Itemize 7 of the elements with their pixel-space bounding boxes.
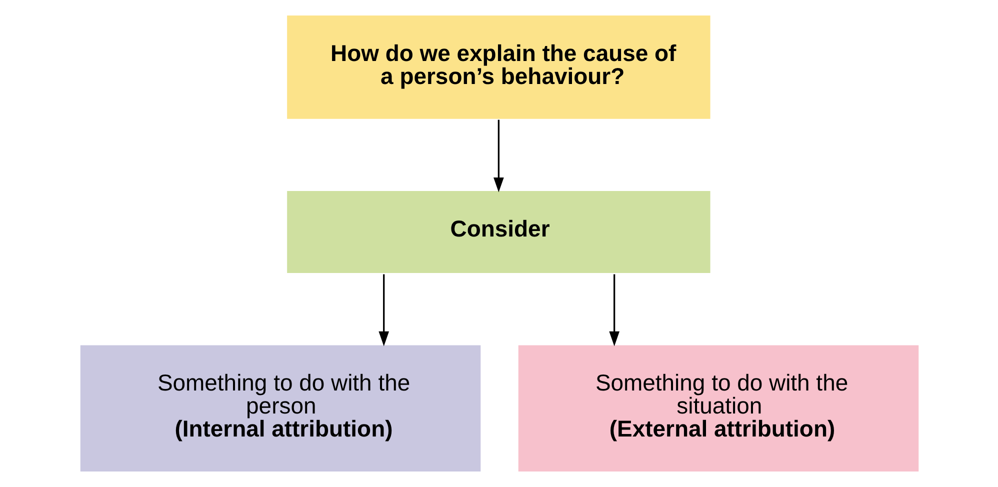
node-box: Something to do with the person (Internal attribution) (78, 344, 482, 474)
node-box: Something to do with the situation (External attribution) (516, 344, 920, 474)
arrow (378, 274, 389, 346)
node-box: Consider (284, 189, 712, 275)
arrow (608, 274, 619, 346)
node-box: How do we explain the cause of a person’s behaviour? (284, 14, 712, 120)
arrow (493, 120, 504, 192)
